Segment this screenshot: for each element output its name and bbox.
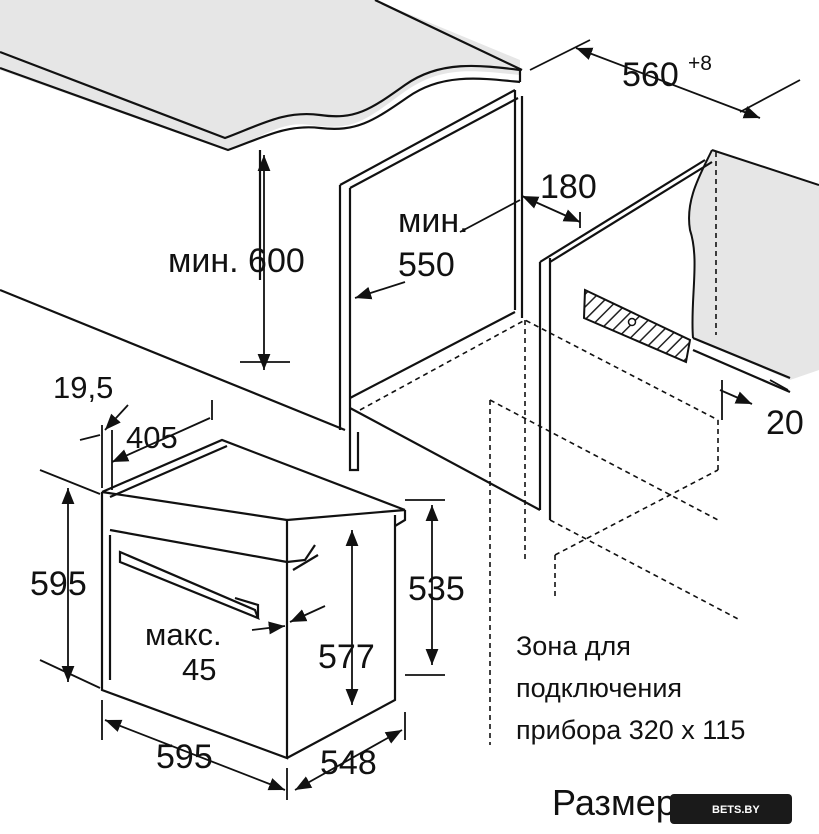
worktop-right <box>688 149 819 394</box>
dim-body-height: 535 <box>408 570 465 608</box>
dim-niche-depth: 550 <box>398 246 455 284</box>
dim-front-gap: 20 <box>766 404 804 442</box>
dim-niche-width: 560 <box>622 56 679 94</box>
oven-body <box>100 438 407 760</box>
dim-oven-height: 595 <box>30 565 87 603</box>
dim-panel-depth: 405 <box>126 420 178 455</box>
connection-zone-line2: подключения <box>516 673 682 703</box>
niche-hidden-lines <box>359 319 741 745</box>
dim-handle-label: макс. <box>145 617 222 652</box>
cabinet-niche <box>0 89 713 520</box>
connection-zone-area <box>582 288 692 364</box>
dim-front-offset: 19,5 <box>53 370 113 405</box>
dim-oven-width: 595 <box>156 738 213 776</box>
watermark-text: BETS.BY <box>712 804 760 816</box>
dim-oven-depth: 548 <box>320 744 377 782</box>
dim-niche-height: мин. 600 <box>168 242 305 280</box>
dim-niche-width-tolerance: +8 <box>688 52 712 75</box>
connection-zone-line3: прибора 320 x 115 <box>516 715 745 745</box>
dim-inner-height: 577 <box>318 638 375 676</box>
dim-handle-value: 45 <box>182 652 216 687</box>
connection-zone-line1: Зона для <box>516 631 631 661</box>
dim-niche-depth-min: мин. <box>398 202 469 240</box>
watermark: BETS.BY <box>670 794 792 824</box>
dimension-lines <box>39 39 801 800</box>
worktop-left <box>0 0 523 152</box>
dim-rear-gap: 180 <box>540 168 597 206</box>
